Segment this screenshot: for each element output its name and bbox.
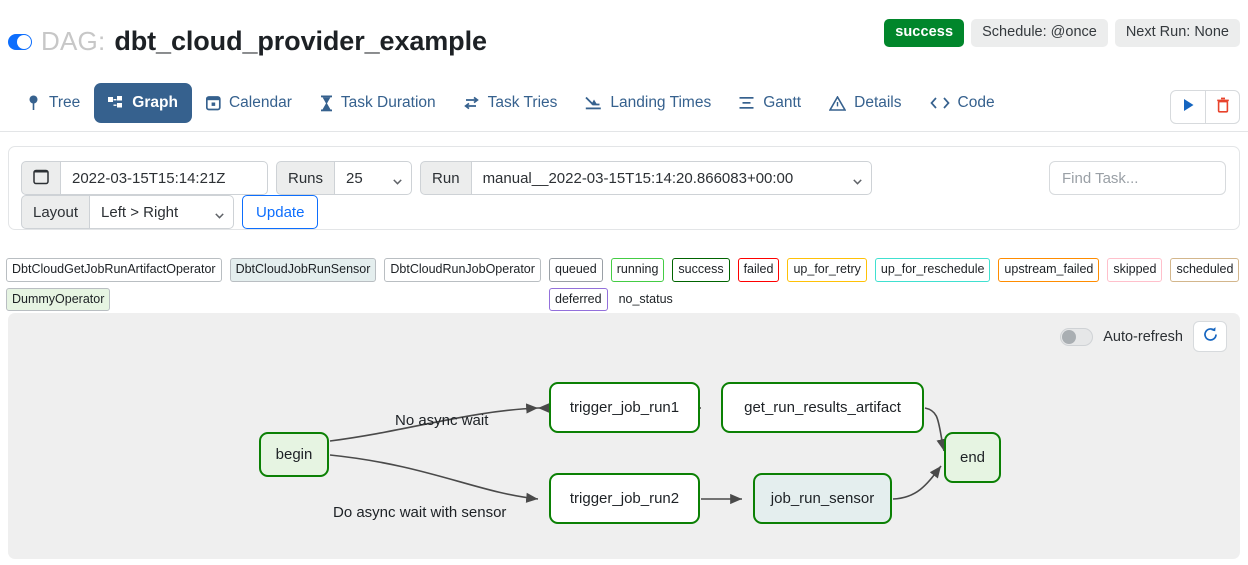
dag-title: DAG: dbt_cloud_provider_example: [8, 26, 487, 57]
graph-canvas[interactable]: Auto-refresh No as: [8, 313, 1240, 559]
legend: DbtCloudGetJobRunArtifactOperator DbtClo…: [0, 236, 1248, 311]
runs-select-value: 25: [346, 169, 363, 187]
chevron-down-icon: [852, 174, 862, 185]
tab-task-tries[interactable]: Task Tries: [450, 83, 572, 123]
warning-triangle-icon: [829, 95, 847, 111]
tab-task-duration[interactable]: Task Duration: [306, 83, 450, 123]
graph-node-end[interactable]: end: [944, 432, 1001, 483]
legend-operators: DbtCloudGetJobRunArtifactOperator DbtClo…: [6, 258, 546, 311]
refresh-icon: [1202, 326, 1219, 348]
tab-label: Calendar: [228, 94, 292, 111]
auto-refresh-controls: Auto-refresh: [1060, 321, 1227, 352]
hourglass-icon: [320, 95, 333, 112]
tab-calendar[interactable]: Calendar: [192, 83, 306, 123]
execution-date-input[interactable]: 2022-03-15T15:14:21Z: [61, 161, 268, 195]
chevron-down-icon: [393, 174, 402, 185]
auto-refresh-label: Auto-refresh: [1103, 328, 1183, 345]
graph-icon: [108, 95, 124, 111]
view-tabs: Tree Graph Calendar Task Duration Task T: [12, 83, 1009, 123]
runs-label: Runs: [276, 161, 336, 195]
find-task-input[interactable]: Find Task...: [1049, 161, 1226, 195]
play-icon: [1182, 98, 1195, 117]
tab-details[interactable]: Details: [815, 83, 915, 123]
legend-operator-chip: DummyOperator: [6, 287, 111, 311]
graph-node-get-run-results-artifact[interactable]: get_run_results_artifact: [721, 382, 924, 433]
calendar-icon: [205, 95, 221, 111]
tab-landing-times[interactable]: Landing Times: [571, 83, 725, 123]
header-badges: success Schedule: @once Next Run: None: [884, 19, 1240, 47]
tab-code[interactable]: Code: [916, 83, 1009, 123]
edge-label-no-async-wait: No async wait: [395, 412, 489, 429]
tab-label: Gantt: [763, 94, 802, 111]
page-header: DAG: dbt_cloud_provider_example success …: [0, 0, 1248, 70]
chevron-down-icon: [215, 208, 224, 219]
runs-filter-group: Runs 25: [276, 161, 413, 195]
legend-operator-chip: DbtCloudGetJobRunArtifactOperator: [6, 258, 222, 282]
tab-graph[interactable]: Graph: [94, 83, 192, 123]
delete-dag-button[interactable]: [1205, 91, 1239, 123]
graph-node-trigger-job-run2[interactable]: trigger_job_run2: [549, 473, 700, 524]
trigger-dag-button[interactable]: [1171, 91, 1205, 123]
date-filter-group: 2022-03-15T15:14:21Z: [21, 161, 268, 195]
edge-label-do-async-wait: Do async wait with sensor: [333, 504, 507, 521]
gantt-icon: [739, 96, 755, 110]
tab-label: Task Tries: [487, 94, 558, 111]
tab-label: Graph: [132, 94, 178, 111]
layout-select[interactable]: Left > Right: [90, 195, 235, 229]
run-select-value: manual__2022-03-15T15:14:20.866083+00:00: [482, 169, 794, 187]
dag-label: DAG:: [41, 26, 106, 56]
tab-label: Landing Times: [610, 94, 712, 111]
legend-state-no-status[interactable]: no_status: [618, 291, 673, 306]
layout-label: Layout: [21, 195, 91, 229]
graph-node-begin[interactable]: begin: [259, 432, 329, 477]
run-select[interactable]: manual__2022-03-15T15:14:20.866083+00:00: [471, 161, 872, 195]
dag-action-buttons: [1170, 90, 1240, 124]
filter-row-top: 2022-03-15T15:14:21Z Runs 25 Run manual_…: [21, 161, 872, 195]
calendar-icon: [33, 168, 49, 189]
tab-gantt[interactable]: Gantt: [725, 83, 815, 123]
filter-bar: 2022-03-15T15:14:21Z Runs 25 Run manual_…: [8, 146, 1240, 230]
legend-state-upstream-failed[interactable]: upstream_failed: [998, 258, 1100, 282]
landing-icon: [585, 95, 602, 111]
tab-tree[interactable]: Tree: [12, 83, 94, 123]
legend-state-running[interactable]: running: [610, 258, 665, 282]
legend-state-skipped[interactable]: skipped: [1107, 258, 1163, 282]
trash-icon: [1216, 97, 1230, 118]
date-picker-button[interactable]: [21, 161, 61, 195]
legend-state-scheduled[interactable]: scheduled: [1170, 258, 1240, 282]
layout-select-value: Left > Right: [101, 203, 179, 221]
schedule-badge[interactable]: Schedule: @once: [971, 19, 1108, 47]
auto-refresh-toggle[interactable]: [1060, 327, 1094, 346]
view-tabbar: Tree Graph Calendar Task Duration Task T: [0, 80, 1248, 132]
filter-row-bottom: Layout Left > Right Update: [21, 195, 319, 229]
dag-pause-toggle[interactable]: [8, 33, 32, 50]
legend-state-deferred[interactable]: deferred: [549, 287, 608, 311]
legend-states: queued running success failed up_for_ret…: [549, 258, 1244, 311]
legend-state-failed[interactable]: failed: [737, 258, 780, 282]
update-button[interactable]: Update: [242, 195, 319, 229]
tree-icon: [26, 95, 41, 111]
legend-state-success[interactable]: success: [672, 258, 730, 282]
run-filter-group: Run manual__2022-03-15T15:14:20.866083+0…: [420, 161, 872, 195]
tab-label: Details: [854, 94, 902, 111]
tab-label: Task Duration: [340, 94, 436, 111]
refresh-button[interactable]: [1193, 321, 1227, 352]
tab-label: Tree: [49, 94, 81, 111]
legend-state-up-for-reschedule[interactable]: up_for_reschedule: [874, 258, 991, 282]
legend-state-queued[interactable]: queued: [549, 258, 603, 282]
run-label: Run: [420, 161, 472, 195]
dag-name: dbt_cloud_provider_example: [114, 26, 487, 56]
layout-filter-group: Layout Left > Right: [21, 195, 235, 229]
runs-select[interactable]: 25: [335, 161, 413, 195]
next-run-badge: Next Run: None: [1114, 19, 1240, 47]
legend-state-up-for-retry[interactable]: up_for_retry: [787, 258, 867, 282]
graph-node-job-run-sensor[interactable]: job_run_sensor: [753, 473, 892, 524]
legend-operator-chip: DbtCloudRunJobOperator: [384, 258, 541, 282]
legend-operator-chip: DbtCloudJobRunSensor: [229, 258, 377, 282]
code-brackets-icon: [929, 96, 950, 110]
graph-node-trigger-job-run1[interactable]: trigger_job_run1: [549, 382, 700, 433]
tab-label: Code: [957, 94, 995, 111]
status-badge: success: [884, 19, 965, 47]
retry-icon: [463, 95, 480, 111]
